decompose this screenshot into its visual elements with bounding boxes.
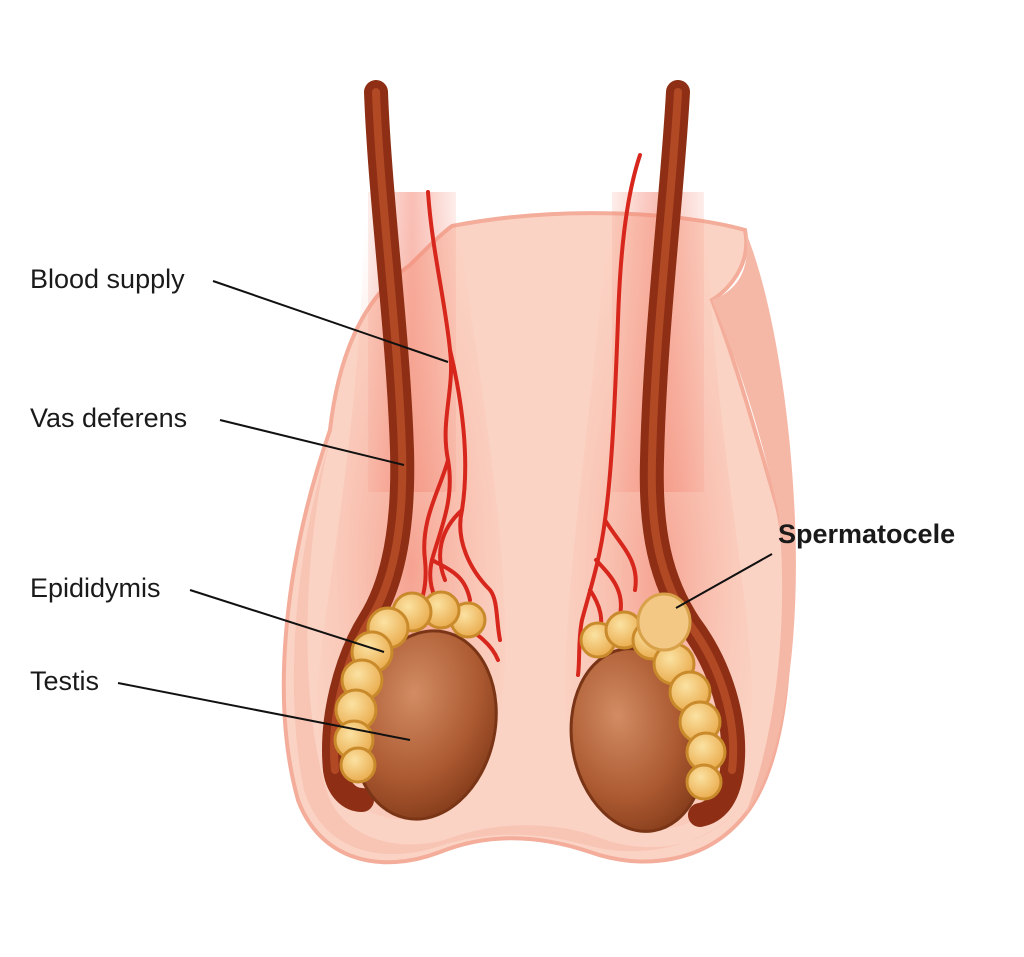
leader-epididymis [189,589,385,653]
right-vas-deferens [639,80,746,827]
leader-testis [117,682,411,741]
spermatocele-cyst [636,592,692,652]
left-epididymis [333,590,487,784]
leader-blood-supply [212,280,449,363]
leader-lines [117,280,773,741]
right-blood-vessels [576,153,642,677]
leader-vas-deferens [219,419,405,466]
leader-spermatocele [675,553,773,609]
label-epididymis: Epididymis [30,573,161,603]
label-vas-deferens: Vas deferens [30,403,188,433]
label-blood-supply: Blood supply [30,264,185,294]
label-testis: Testis [30,666,100,696]
label-spermatocele: Spermatocele [778,519,956,549]
